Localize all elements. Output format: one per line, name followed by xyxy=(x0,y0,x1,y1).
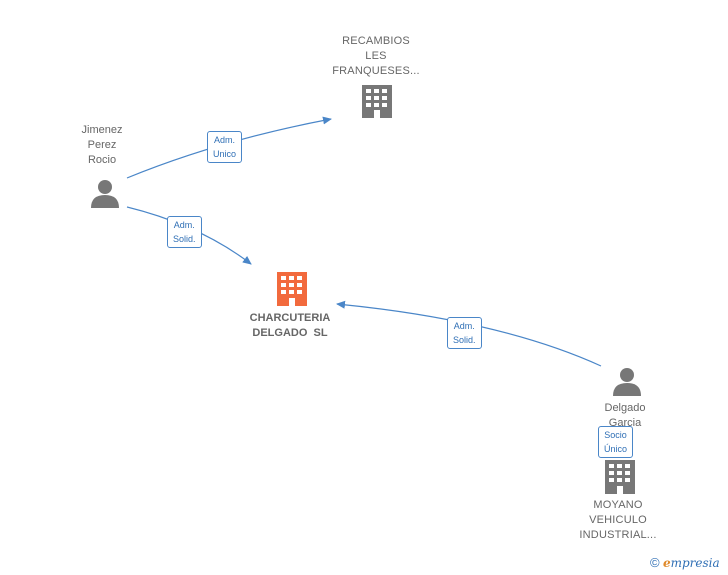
main-company-node-charcuteria[interactable]: CHARCUTERIA DELGADO SL xyxy=(222,311,358,341)
person-name-line: Perez xyxy=(87,139,117,151)
company-name-line: INDUSTRIAL... xyxy=(579,529,657,541)
relation-label-line: Adm. xyxy=(214,135,236,145)
person-name-line: Jimenez xyxy=(81,124,123,136)
building-icon[interactable] xyxy=(605,460,635,494)
person-icon[interactable] xyxy=(91,180,119,208)
relation-label-line: Solid. xyxy=(173,234,196,244)
relation-label-line: Único xyxy=(604,444,628,454)
person-name-line: Delgado xyxy=(604,402,646,414)
relation-label-line: Adm. xyxy=(173,220,195,230)
company-name-line: DELGADO SL xyxy=(252,327,328,339)
relation-badge-socio-unico: Socio Único xyxy=(598,426,634,458)
company-name-line: FRANQUESES... xyxy=(332,65,420,77)
company-node-recambios[interactable]: RECAMBIOS LES FRANQUESES... xyxy=(316,34,436,79)
brand-name: mpresia xyxy=(670,556,720,570)
building-icon[interactable] xyxy=(362,85,392,118)
person-name-line: Rocio xyxy=(87,154,117,166)
person-node-jimenez[interactable]: Jimenez Perez Rocio xyxy=(62,123,142,168)
company-name-line: RECAMBIOS xyxy=(342,35,410,47)
edge-delgado-charcuteria xyxy=(336,300,602,367)
relation-label-line: Adm. xyxy=(453,321,475,331)
company-name-line: VEHICULO xyxy=(589,514,647,526)
main-building-icon[interactable] xyxy=(277,272,307,306)
relation-label-line: Unico xyxy=(213,149,237,159)
company-name-line: CHARCUTERIA xyxy=(249,312,331,324)
relation-badge-adm-unico: Adm. Unico xyxy=(207,131,243,163)
copyright-icon: © xyxy=(650,555,660,570)
relation-label-line: Socio xyxy=(604,430,627,440)
company-node-moyano[interactable]: MOYANO VEHICULO INDUSTRIAL... xyxy=(562,498,674,543)
company-name-line: LES xyxy=(365,50,387,62)
person-icon[interactable] xyxy=(613,368,641,396)
relation-badge-adm-solid: Adm. Solid. xyxy=(447,317,482,349)
company-name-line: MOYANO xyxy=(593,499,643,511)
relation-label-line: Solid. xyxy=(453,335,476,345)
relation-badge-adm-solid: Adm. Solid. xyxy=(167,216,202,248)
brand-initial: e xyxy=(662,556,671,570)
empresia-logo: © empresia xyxy=(650,555,720,570)
